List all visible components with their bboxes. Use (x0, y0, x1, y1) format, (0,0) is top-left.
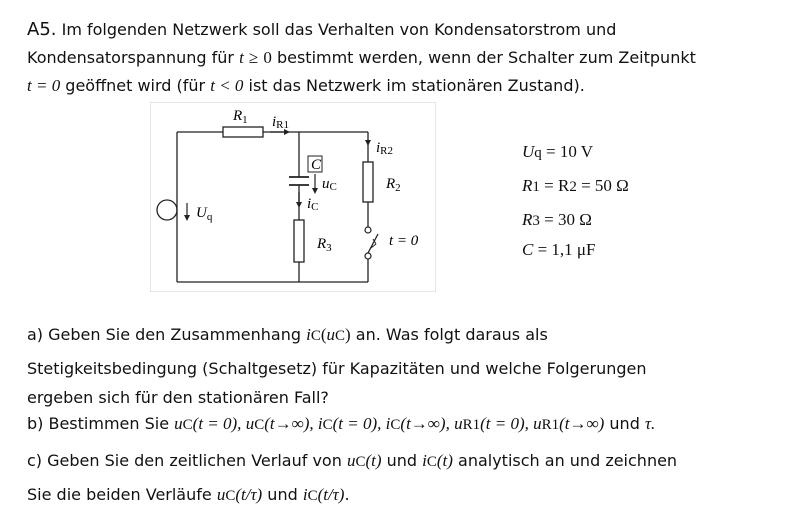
intro-text-3a: geöffnet wird (für (65, 76, 206, 95)
label-ir2: iR2 (376, 140, 393, 157)
switch-terminal-bottom (364, 252, 372, 260)
capacitor-label-frame (307, 155, 323, 173)
label-c: C (311, 157, 322, 173)
part-a-line-2: Stetigkeitsbedingung (Schaltgesetz) für … (27, 359, 647, 378)
label-ir1: iR1 (272, 114, 289, 131)
resistor-r1 (222, 126, 264, 138)
intro-text-2a: Kondensatorspannung für (27, 48, 234, 67)
intro-text-2b: bestimmt werden, wenn der Schalter zum Z… (276, 48, 696, 67)
part-a-line-3: ergeben sich für den stationären Fall? (27, 388, 329, 407)
value-c: C = 1,1 μF (522, 240, 596, 259)
resistor-r3 (293, 219, 305, 263)
label-r2: R2 (385, 176, 401, 194)
part-a-line-1: a) Geben Sie den Zusammenhang iC(uC) an.… (27, 325, 548, 344)
value-r1-r2: R1 = R2 = 50 Ω (522, 176, 629, 195)
task-line-2: Kondensatorspannung für t ≥ 0 bestimmt w… (27, 48, 696, 68)
arrow-head-uq (184, 215, 190, 221)
circuit-frame (150, 102, 436, 292)
task-line-3: t = 0 geöffnet wird (für t < 0 ist das N… (27, 76, 585, 96)
task-number: A5. (27, 19, 57, 40)
part-c-line-2: Sie die beiden Verläufe uC(t/τ) und iC(t… (27, 485, 350, 504)
value-uq: Uq = 10 V (522, 142, 594, 161)
task-line-1: A5. Im folgenden Netzwerk soll das Verha… (27, 20, 616, 40)
arrow-head-uc (312, 188, 318, 194)
resistor-r2 (362, 161, 374, 203)
label-uq: Uq (196, 205, 213, 223)
switch-terminal-top (364, 226, 372, 234)
circuit-diagram: R1 iR1 C uC iC iR2 R2 R3 Uq t = 0 (150, 102, 436, 292)
math-zero: 0 (263, 48, 272, 67)
label-r1: R1 (232, 108, 248, 126)
math-geq: ≥ (248, 48, 259, 67)
math-t: t (239, 48, 244, 67)
label-switch: t = 0 (389, 233, 419, 249)
arrow-head-ir2 (365, 140, 371, 146)
arrow-head-ir1 (284, 129, 290, 135)
capacitor-c (289, 176, 309, 186)
intro-text-1: Im folgenden Netzwerk soll das Verhalten… (61, 20, 617, 39)
label-r3: R3 (316, 236, 332, 254)
label-uc: uC (322, 176, 337, 193)
part-b-line: b) Bestimmen Sie uC(t = 0), uC(t→∞), iC(… (27, 414, 656, 433)
switch-open-arrow (370, 238, 377, 249)
value-r3: R3 = 30 Ω (522, 210, 592, 229)
math-t-eq-0: t = 0 (27, 76, 61, 95)
part-c-line-1: c) Geben Sie den zeitlichen Verlauf von … (27, 451, 678, 470)
math-t-lt-0: t < 0 (210, 76, 244, 95)
label-ic: iC (307, 196, 319, 213)
current-source (156, 199, 178, 221)
arrow-head-ic (296, 202, 302, 208)
intro-text-3b: ist das Netzwerk im stationären Zustand)… (248, 76, 585, 95)
switch-blade (367, 233, 379, 254)
